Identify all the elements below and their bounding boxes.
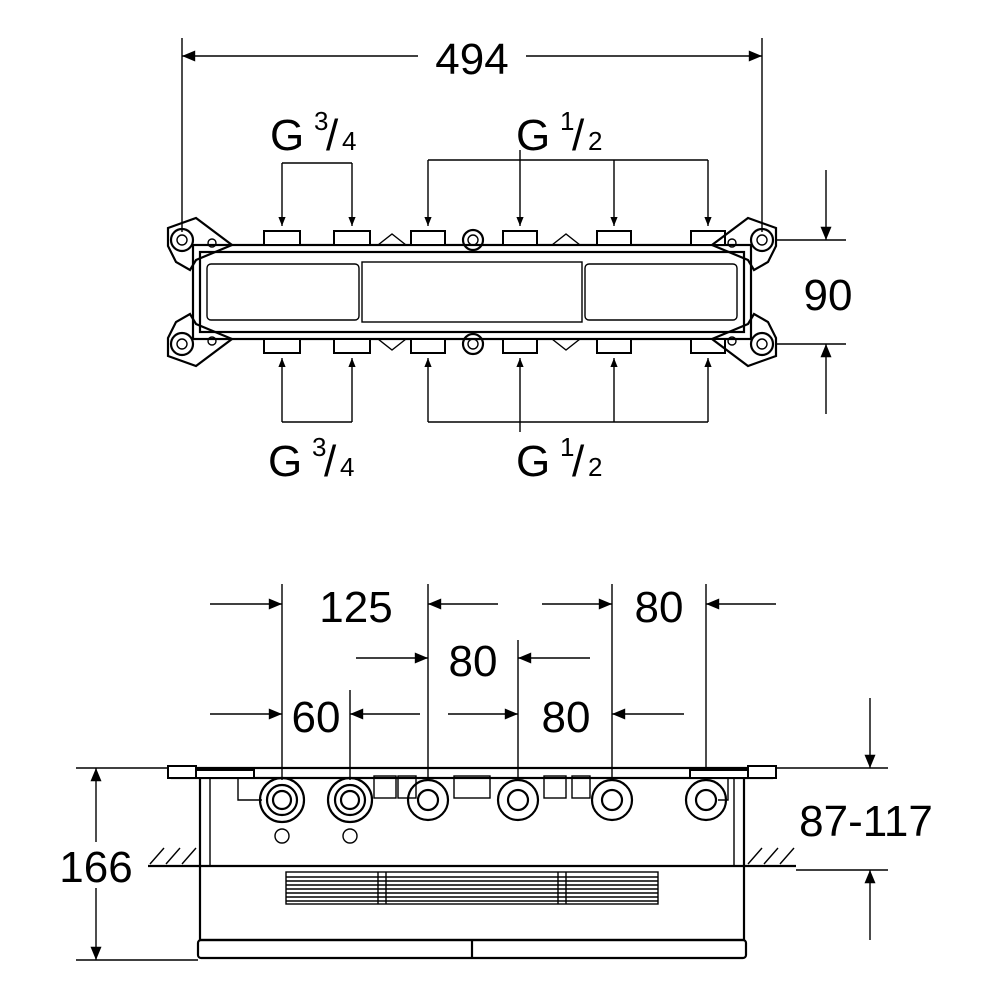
dimension-60: 60 (210, 693, 420, 742)
front-view: 125 80 80 60 80 (59, 583, 933, 961)
thread-label-top-left: G 3 / 4 (270, 106, 356, 160)
dim-90-label: 90 (804, 271, 853, 320)
svg-text:1: 1 (560, 106, 574, 136)
svg-text:G: G (268, 437, 302, 486)
top-port-leaders (278, 150, 712, 226)
dim-166-label: 166 (59, 843, 132, 892)
svg-text:G: G (516, 111, 550, 160)
wall-surface-hatch (148, 847, 796, 868)
svg-text:4: 4 (340, 452, 354, 482)
thread-label-top-right: G 1 / 2 (516, 106, 602, 160)
mounting-bracket-top-left (166, 216, 235, 272)
valve-housing-front (167, 765, 777, 960)
dim-60-label: 60 (292, 693, 341, 742)
svg-text:/: / (324, 437, 337, 486)
svg-text:/: / (572, 437, 585, 486)
dim-125-label: 125 (319, 583, 392, 632)
svg-text:1: 1 (560, 432, 574, 462)
svg-text:/: / (326, 111, 339, 160)
svg-text:G: G (270, 111, 304, 160)
dim-80-middle-label: 80 (449, 637, 498, 686)
dim-494-label: 494 (435, 35, 508, 84)
dim-80-lower-label: 80 (542, 693, 591, 742)
top-view: 494 G 3 / 4 G 1 / 2 (166, 35, 852, 486)
mounting-bracket-bottom-left (166, 312, 235, 368)
dimension-166: 166 (59, 767, 198, 961)
dimension-80-lower: 80 (448, 693, 684, 742)
mounting-bracket-top-right (709, 216, 778, 272)
dimension-80-top-right: 80 (542, 583, 776, 632)
svg-text:/: / (572, 111, 585, 160)
dimension-90: 90 (776, 170, 852, 414)
valve-body-top-view (191, 228, 753, 356)
svg-text:4: 4 (342, 126, 356, 156)
mounting-bracket-bottom-right (709, 312, 778, 368)
svg-text:2: 2 (588, 452, 602, 482)
dimension-87-117: 87-117 (776, 698, 933, 940)
dimension-494: 494 (181, 35, 763, 232)
dimension-80-middle: 80 (356, 637, 590, 686)
svg-text:3: 3 (314, 106, 328, 136)
thread-label-bottom-left: G 3 / 4 (268, 432, 354, 486)
dim-80-top-right-label: 80 (635, 583, 684, 632)
svg-text:3: 3 (312, 432, 326, 462)
dimension-125: 125 (210, 583, 498, 632)
svg-text:2: 2 (588, 126, 602, 156)
thread-label-bottom-right: G 1 / 2 (516, 432, 602, 486)
bottom-port-leaders (278, 358, 712, 432)
dim-87-117-label: 87-117 (799, 797, 933, 846)
svg-text:G: G (516, 437, 550, 486)
